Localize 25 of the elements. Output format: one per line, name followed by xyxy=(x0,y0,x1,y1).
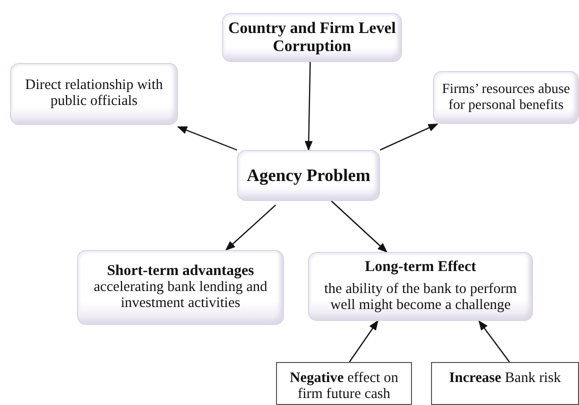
box-text: Country and Firm Level Corruption xyxy=(227,20,397,56)
box-text: Increase Bank risk xyxy=(448,371,562,387)
box-text: the ability of the bank to perform well might become a challenge xyxy=(323,282,518,314)
box-text: Firms’ resources abuse for personal benefits xyxy=(440,82,572,113)
box-text: accelerating bank lending and investment activities xyxy=(92,280,268,312)
arrow xyxy=(304,62,313,151)
box-text: Agency Problem xyxy=(246,166,372,186)
topic-box xyxy=(222,13,402,62)
arrow xyxy=(225,204,276,251)
outcome-box xyxy=(308,252,533,321)
arrow xyxy=(348,320,378,362)
box-text: Negative effect on firm future cash xyxy=(288,371,400,403)
arrow xyxy=(478,320,510,362)
box-heading: Short-term advantages xyxy=(106,263,256,280)
factor-box xyxy=(431,362,579,405)
effect-box xyxy=(10,63,178,125)
central-box xyxy=(237,150,380,201)
arrow xyxy=(177,126,238,151)
arrow xyxy=(330,200,388,253)
effect-box xyxy=(433,71,579,124)
factor-box xyxy=(276,362,412,405)
outcome-box xyxy=(77,250,284,325)
arrow xyxy=(380,123,438,151)
box-text: Direct relationship with public officials xyxy=(24,78,164,110)
box-heading: Long-term Effect xyxy=(364,259,478,276)
